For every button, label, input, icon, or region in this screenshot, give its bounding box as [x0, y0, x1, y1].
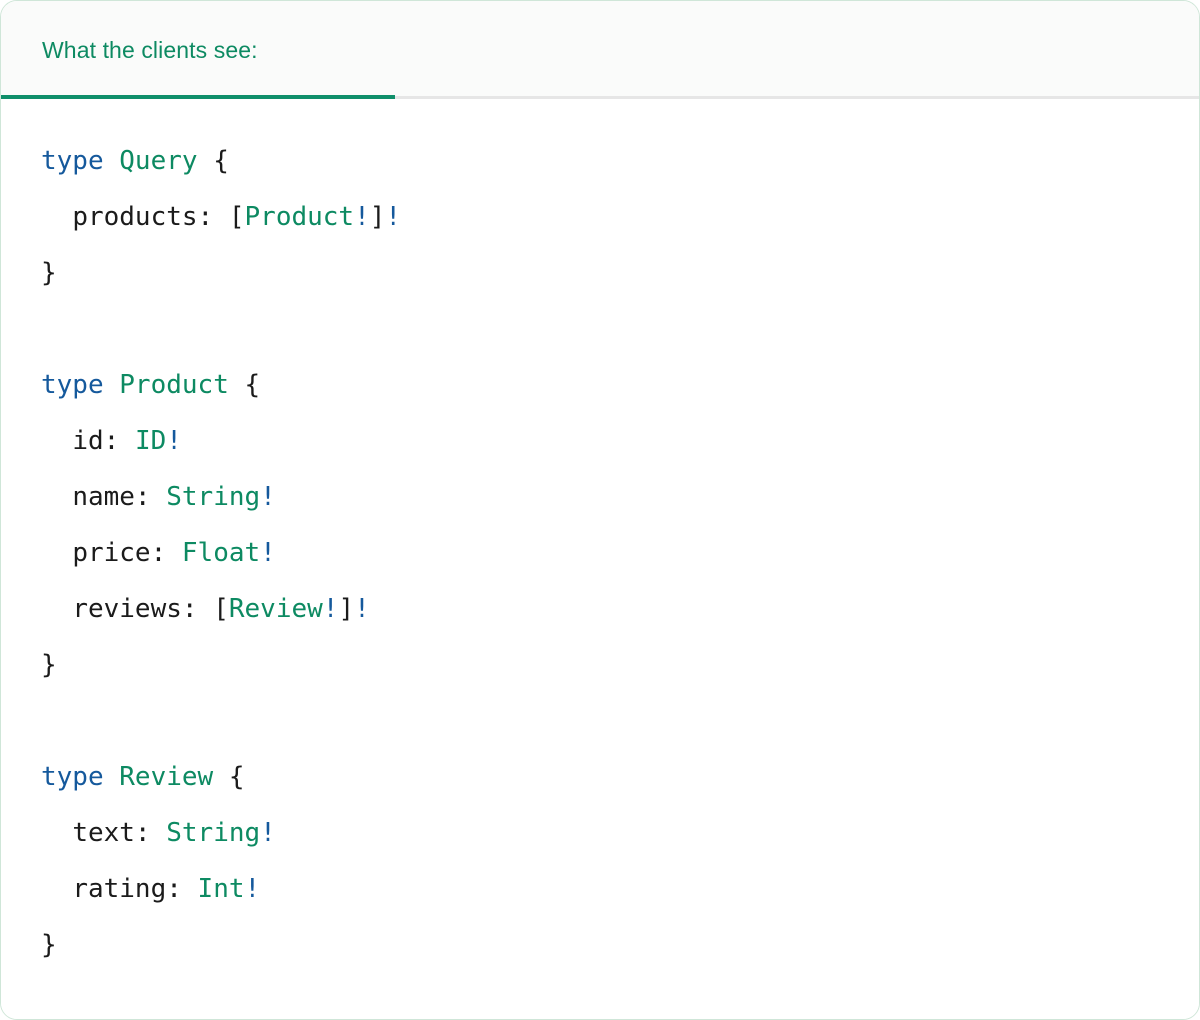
code-token-punc [119, 426, 135, 456]
tab-bar: What the clients see: [1, 1, 1199, 99]
code-token-type: Query [119, 146, 198, 176]
code-token-punc: [ [197, 594, 229, 624]
graphql-schema-code: type Query { products: [Product!]!} type… [41, 133, 1199, 973]
code-token-field: name: [72, 482, 151, 512]
tab-what-the-clients-see[interactable]: What the clients see: [42, 1, 258, 99]
code-token-kw: type [41, 146, 104, 176]
code-token-punc [182, 874, 198, 904]
tab-bar-divider [1, 96, 1199, 99]
code-token-punc: { [197, 146, 229, 176]
code-token-bang: ! [322, 594, 339, 624]
code-line [41, 693, 1199, 749]
code-token-type: Float [181, 538, 261, 568]
code-line: products: [Product!]! [41, 189, 1199, 245]
code-token-bang: ! [166, 426, 182, 456]
code-token-type: String [166, 482, 261, 512]
code-line: } [41, 245, 1199, 301]
code-token-kw: type [41, 370, 104, 400]
code-token-punc: [ [213, 202, 245, 232]
code-line: type Review { [41, 749, 1199, 805]
code-line: text: String! [41, 805, 1199, 861]
code-line: reviews: [Review!]! [41, 581, 1199, 637]
code-line: id: ID! [41, 413, 1199, 469]
code-token-punc [151, 818, 167, 848]
code-token-type: Int [197, 874, 245, 904]
code-line: } [41, 917, 1199, 973]
code-token-field: text: [72, 818, 151, 848]
code-token-field: rating: [72, 874, 182, 904]
code-token-field: reviews: [72, 594, 198, 624]
code-token-bang: ! [260, 538, 276, 568]
code-token-punc [104, 370, 120, 400]
code-token-punc: } [41, 650, 57, 680]
code-line: } [41, 637, 1199, 693]
code-token-type: Product [119, 370, 229, 400]
code-token-punc [104, 146, 120, 176]
code-token-field: products: [72, 202, 214, 232]
code-token-bang: ! [260, 818, 276, 848]
code-line [41, 301, 1199, 357]
code-line: rating: Int! [41, 861, 1199, 917]
code-area: type Query { products: [Product!]!} type… [1, 99, 1199, 1019]
code-token-type: Review [228, 594, 323, 624]
code-token-bang: ! [260, 482, 276, 512]
code-token-punc: ] [338, 594, 355, 624]
code-line: type Query { [41, 133, 1199, 189]
code-token-bang: ! [354, 202, 370, 232]
code-token-punc: { [228, 370, 261, 400]
code-token-punc [166, 538, 182, 568]
code-token-type: String [166, 818, 261, 848]
code-token-punc: } [41, 930, 57, 960]
code-token-bang: ! [385, 202, 402, 232]
code-token-bang: ! [354, 594, 370, 624]
code-token-type: ID [134, 426, 167, 456]
code-token-kw: type [41, 762, 104, 792]
code-token-punc: } [41, 258, 57, 288]
code-token-punc [104, 762, 120, 792]
code-token-field: price: [72, 538, 167, 568]
code-token-punc: ] [369, 202, 386, 232]
code-line: type Product { [41, 357, 1199, 413]
code-line: name: String! [41, 469, 1199, 525]
active-tab-underline [1, 95, 395, 99]
code-line: price: Float! [41, 525, 1199, 581]
code-token-field: id: [72, 426, 120, 456]
tab-label: What the clients see: [42, 36, 258, 63]
code-token-punc [151, 482, 167, 512]
code-token-punc: { [213, 762, 245, 792]
code-token-type: Product [244, 202, 355, 232]
code-token-bang: ! [244, 874, 261, 904]
code-token-type: Review [119, 762, 214, 792]
